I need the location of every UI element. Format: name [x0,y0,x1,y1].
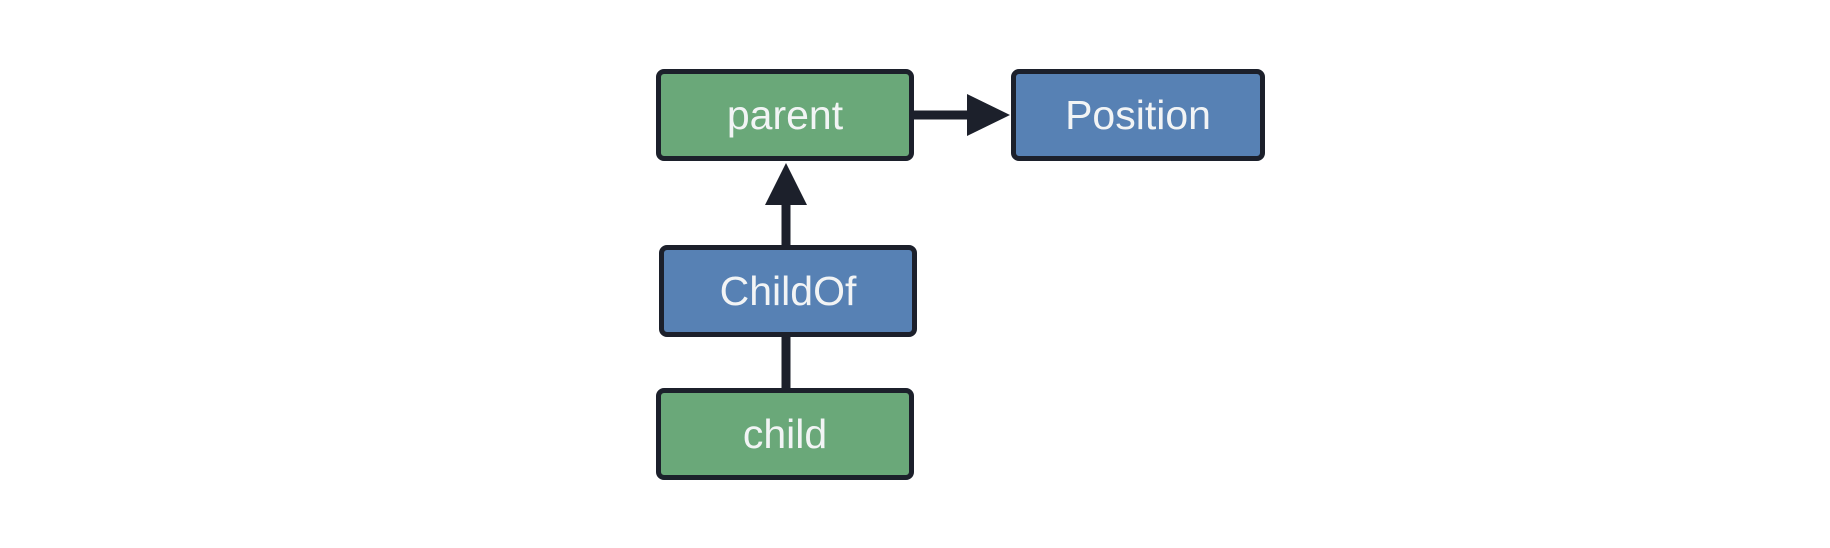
arrow-parent-to-position [914,94,1010,136]
node-child-label: child [742,410,828,457]
node-position: Position [1011,69,1265,161]
node-parent-label: parent [726,91,844,138]
node-parent: parent [656,69,914,161]
arrow-childof-to-parent [765,163,807,245]
node-position-label: Position [1065,91,1211,138]
arrowhead-right-icon [967,94,1010,136]
node-childof: ChildOf [659,245,917,337]
node-child: child [656,388,914,480]
arrowhead-up-icon [765,163,807,205]
node-childof-label: ChildOf [719,267,857,314]
